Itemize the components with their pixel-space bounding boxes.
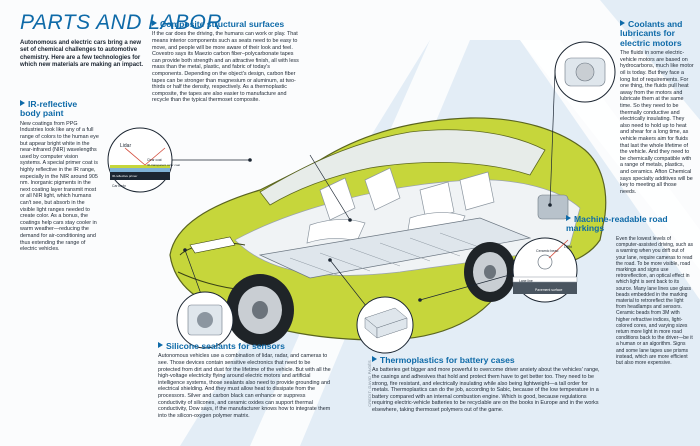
thermo-section: Thermoplastics for battery cases As batt… — [372, 355, 602, 414]
silicone-body: Autonomous vehicles use a combination of… — [158, 353, 331, 419]
triangle-icon — [152, 20, 157, 26]
coolants-heading: Coolants and lubricants for electric mot… — [620, 19, 694, 48]
road-section: Machine-readable road markings — [566, 214, 694, 236]
thermo-heading-text: Thermoplastics for battery cases — [380, 355, 515, 365]
thermo-body: As batteries get bigger and more powerfu… — [372, 367, 600, 413]
composite-heading: Composite structural surfaces — [152, 19, 302, 29]
road-body-block: Even the lowest levels of computer-assis… — [566, 236, 694, 366]
triangle-icon — [620, 20, 625, 26]
ir-heading-text: IR-reflective body paint — [20, 99, 78, 119]
credit-line: CREDIT: DAVID PAGÉS — [368, 360, 372, 407]
coolants-heading-text: Coolants and lubricants for electric mot… — [620, 19, 683, 48]
coolants-section: Coolants and lubricants for electric mot… — [620, 19, 694, 195]
composite-section: Composite structural surfaces If the car… — [152, 19, 302, 104]
ir-body: New coatings from PPG Industries look li… — [20, 120, 99, 253]
road-heading: Machine-readable road markings — [566, 214, 694, 234]
thermo-heading: Thermoplastics for battery cases — [372, 355, 602, 365]
ir-heading: IR-reflective body paint — [20, 99, 100, 119]
silicone-heading-text: Silicone sealants for sensors — [166, 341, 285, 351]
page-title: PARTS AND LABOR — [20, 11, 222, 34]
composite-heading-text: Composite structural surfaces — [160, 19, 285, 29]
road-body: Even the lowest levels of computer-assis… — [616, 236, 693, 367]
coolants-body: The fluids in some electric-vehicle moto… — [620, 50, 694, 195]
silicone-heading: Silicone sealants for sensors — [158, 341, 333, 351]
triangle-icon — [372, 356, 377, 362]
ir-section: IR-reflective body paint New coatings fr… — [20, 99, 100, 253]
composite-body: If the car does the driving, the humans … — [152, 31, 299, 104]
triangle-icon — [158, 342, 163, 348]
triangle-icon — [566, 215, 571, 221]
triangle-icon — [20, 100, 25, 106]
silicone-section: Silicone sealants for sensors Autonomous… — [158, 341, 333, 419]
road-heading-text: Machine-readable road markings — [566, 214, 668, 234]
intro-text: Autonomous and electric cars bring a new… — [20, 40, 144, 69]
